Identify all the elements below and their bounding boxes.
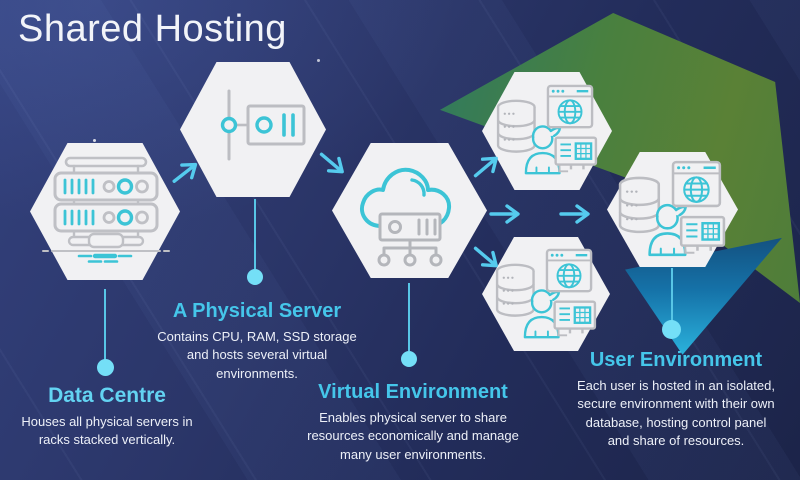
server-rack-icon <box>42 156 170 263</box>
sparkle-dot <box>93 139 96 142</box>
user-environment-heading: User Environment <box>589 349 763 371</box>
arrow-right-icon <box>473 246 498 268</box>
data-centre-heading: Data Centre <box>48 384 166 407</box>
virtual-environment-description: Enables physical server to share resourc… <box>307 410 519 462</box>
connector-line <box>671 268 673 321</box>
physical-server-icon <box>220 89 306 161</box>
connector-dot <box>247 269 263 285</box>
label-data-centre: Data Centre Houses all physical servers … <box>2 384 212 450</box>
label-physical-server: A Physical Server Contains CPU, RAM, SSD… <box>147 300 367 383</box>
physical-server-description: Contains CPU, RAM, SSD storage and hosts… <box>157 329 357 381</box>
cloud-server-icon <box>360 167 452 267</box>
data-centre-description: Houses all physical servers in racks sta… <box>21 414 193 448</box>
page-title: Shared Hosting <box>18 8 287 50</box>
user-database-panel-icon <box>494 84 600 178</box>
sparkle-dot <box>317 59 320 62</box>
connector-dot <box>662 320 681 339</box>
user-environment-description: Each user is hosted in an isolated, secu… <box>576 378 775 449</box>
user-database-panel-icon <box>493 248 599 342</box>
label-virtual-environment: Virtual Environment Enables physical ser… <box>296 381 530 464</box>
physical-server-heading: A Physical Server <box>172 300 342 322</box>
arrow-right-icon <box>172 162 198 183</box>
connector-line <box>254 199 256 269</box>
connector-line <box>408 283 410 351</box>
arrow-right-icon <box>489 204 520 224</box>
arrow-right-icon <box>473 156 498 178</box>
connector-dot <box>401 351 417 367</box>
label-user-environment: User Environment Each user is hosted in … <box>556 349 796 451</box>
connector-line <box>104 289 106 360</box>
virtual-environment-heading: Virtual Environment <box>318 381 508 403</box>
arrow-right-icon <box>319 152 344 174</box>
connector-dot <box>97 359 114 376</box>
arrow-right-icon <box>559 204 590 224</box>
user-database-panel-icon <box>616 160 728 260</box>
